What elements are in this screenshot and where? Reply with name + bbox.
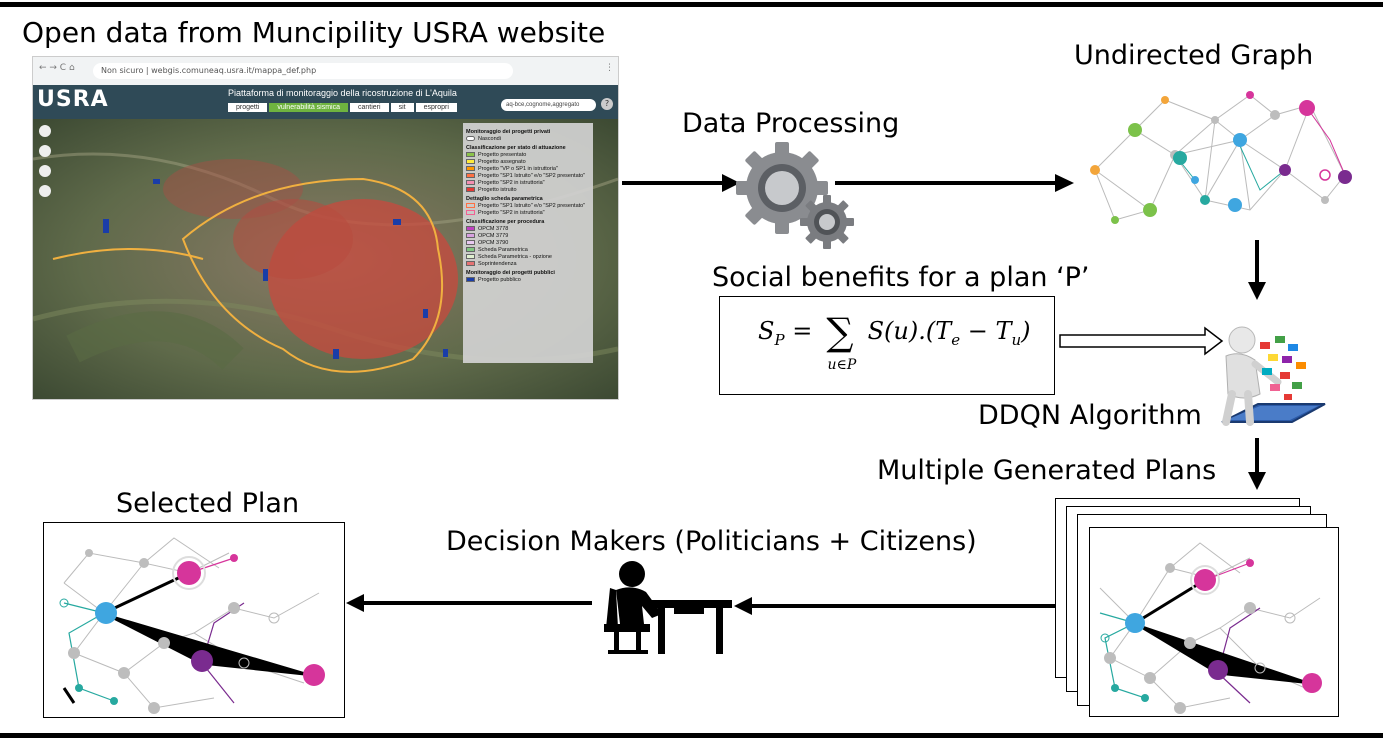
generated-plan-graph bbox=[1099, 542, 1322, 714]
legend-item: Progetto "SP1 Istruito" e/o "SP2 present… bbox=[466, 202, 590, 209]
undirected-graph-illustration bbox=[1090, 91, 1352, 224]
legend-item: Scheda Parametrica - opzione bbox=[466, 253, 590, 260]
formula-sum: ∑ u∈P bbox=[820, 313, 860, 373]
arrow-formula-to-ddqn bbox=[1059, 326, 1224, 356]
app-tab: progetti bbox=[228, 103, 268, 112]
sum-symbol: ∑ bbox=[826, 310, 854, 354]
app-tab: vulnerabilità sismica bbox=[269, 103, 348, 112]
top-rule bbox=[0, 2, 1383, 7]
legend-item: Progetto assegnato bbox=[466, 158, 590, 165]
bottom-rule bbox=[0, 733, 1383, 738]
selected-plan-card bbox=[43, 522, 345, 718]
browser-url-bar: Non sicuro | webgis.comuneaq.usra.it/map… bbox=[93, 63, 513, 79]
legend-heading: Classificazione per procedura bbox=[466, 219, 545, 225]
generated-plan-front bbox=[1089, 527, 1339, 717]
selected-plan-graph bbox=[59, 537, 325, 714]
legend-item: Scheda Parametrica bbox=[466, 246, 590, 253]
formula-sub-e: e bbox=[951, 330, 961, 349]
browser-menu-icon: ⋮ bbox=[605, 63, 614, 73]
source-label: Open data from Muncipility USRA website bbox=[22, 16, 606, 49]
formula-equals: = bbox=[792, 317, 820, 345]
app-tab: sit bbox=[390, 103, 414, 112]
decision-maker-icon bbox=[604, 561, 732, 654]
gears-icon bbox=[736, 142, 854, 249]
selected-label: Selected Plan bbox=[116, 488, 300, 519]
legend-item: OPCM 3778 bbox=[466, 225, 590, 232]
formula-lhs-sub: P bbox=[774, 330, 785, 349]
formula-minus: − T bbox=[960, 317, 1012, 345]
legend-item: Progetto "SP1 Istruito" e/o "SP2 present… bbox=[466, 172, 590, 179]
legend-heading: Monitoraggio dei progetti privati bbox=[466, 129, 551, 135]
usra-logo: USRA bbox=[37, 87, 109, 112]
app-tab: cantieri bbox=[350, 103, 389, 112]
legend-item: OPCM 3779 bbox=[466, 232, 590, 239]
formula-expression: SP = ∑ u∈P S(u).(Te − Tu) bbox=[758, 313, 1031, 373]
formula-sub-u: u bbox=[1011, 330, 1022, 349]
app-tabs: progetti vulnerabilità sismica cantieri … bbox=[228, 103, 457, 112]
legend-item: Nascondi bbox=[466, 135, 590, 142]
formula-close: ) bbox=[1021, 317, 1031, 345]
decision-label: Decision Makers (Politicians + Citizens) bbox=[446, 526, 977, 557]
help-icon: ? bbox=[601, 98, 613, 110]
legend-item: Progetto presentato bbox=[466, 151, 590, 158]
graph-label: Undirected Graph bbox=[1074, 40, 1314, 71]
benefits-label: Social benefits for a plan ‘P’ bbox=[712, 262, 1090, 293]
app-header: USRA Piattaforma di monitoraggio della r… bbox=[33, 85, 618, 119]
usra-website-screenshot: ← → C ⌂ Non sicuro | webgis.comuneaq.usr… bbox=[32, 56, 619, 400]
legend-heading: Dettaglio scheda parametrica bbox=[466, 196, 543, 202]
nav-arrows-icon: ← → C ⌂ bbox=[39, 63, 75, 73]
app-title: Piattaforma di monitoraggio della ricost… bbox=[228, 88, 457, 98]
algorithm-label: DDQN Algorithm bbox=[978, 400, 1202, 431]
legend-heading: Monitoraggio dei progetti pubblici bbox=[466, 270, 555, 276]
legend-item: Progetto "SP2 in istruttoria" bbox=[466, 209, 590, 216]
legend-heading: Classificazione per stato di attuazione bbox=[466, 145, 566, 151]
legend-item: Progetto "VP o SP1 in istruttoria" bbox=[466, 165, 590, 172]
app-tab: espropri bbox=[415, 103, 457, 112]
browser-chrome: ← → C ⌂ Non sicuro | webgis.comuneaq.usr… bbox=[33, 57, 618, 86]
legend-item: OPCM 3790 bbox=[466, 239, 590, 246]
app-search: aq-bce,cognome,aggregato bbox=[501, 99, 596, 111]
formula-body: S(u).(T bbox=[867, 317, 952, 345]
processing-label: Data Processing bbox=[682, 108, 900, 139]
legend-item: Progetto istruito bbox=[466, 186, 590, 193]
legend-item: Progetto pubblico bbox=[466, 276, 590, 283]
formula-lhs: S bbox=[758, 317, 775, 345]
map-legend: Monitoraggio dei progetti privati Nascon… bbox=[463, 123, 593, 363]
legend-item: Progetto "SP2 in istruttoria" bbox=[466, 179, 590, 186]
generated-label: Multiple Generated Plans bbox=[877, 455, 1217, 486]
social-benefit-formula: SP = ∑ u∈P S(u).(Te − Tu) bbox=[719, 296, 1055, 395]
legend-item: Soprintendenza bbox=[466, 260, 590, 267]
ddqn-figure-icon bbox=[1221, 326, 1326, 426]
sum-subscript: u∈P bbox=[827, 357, 857, 373]
